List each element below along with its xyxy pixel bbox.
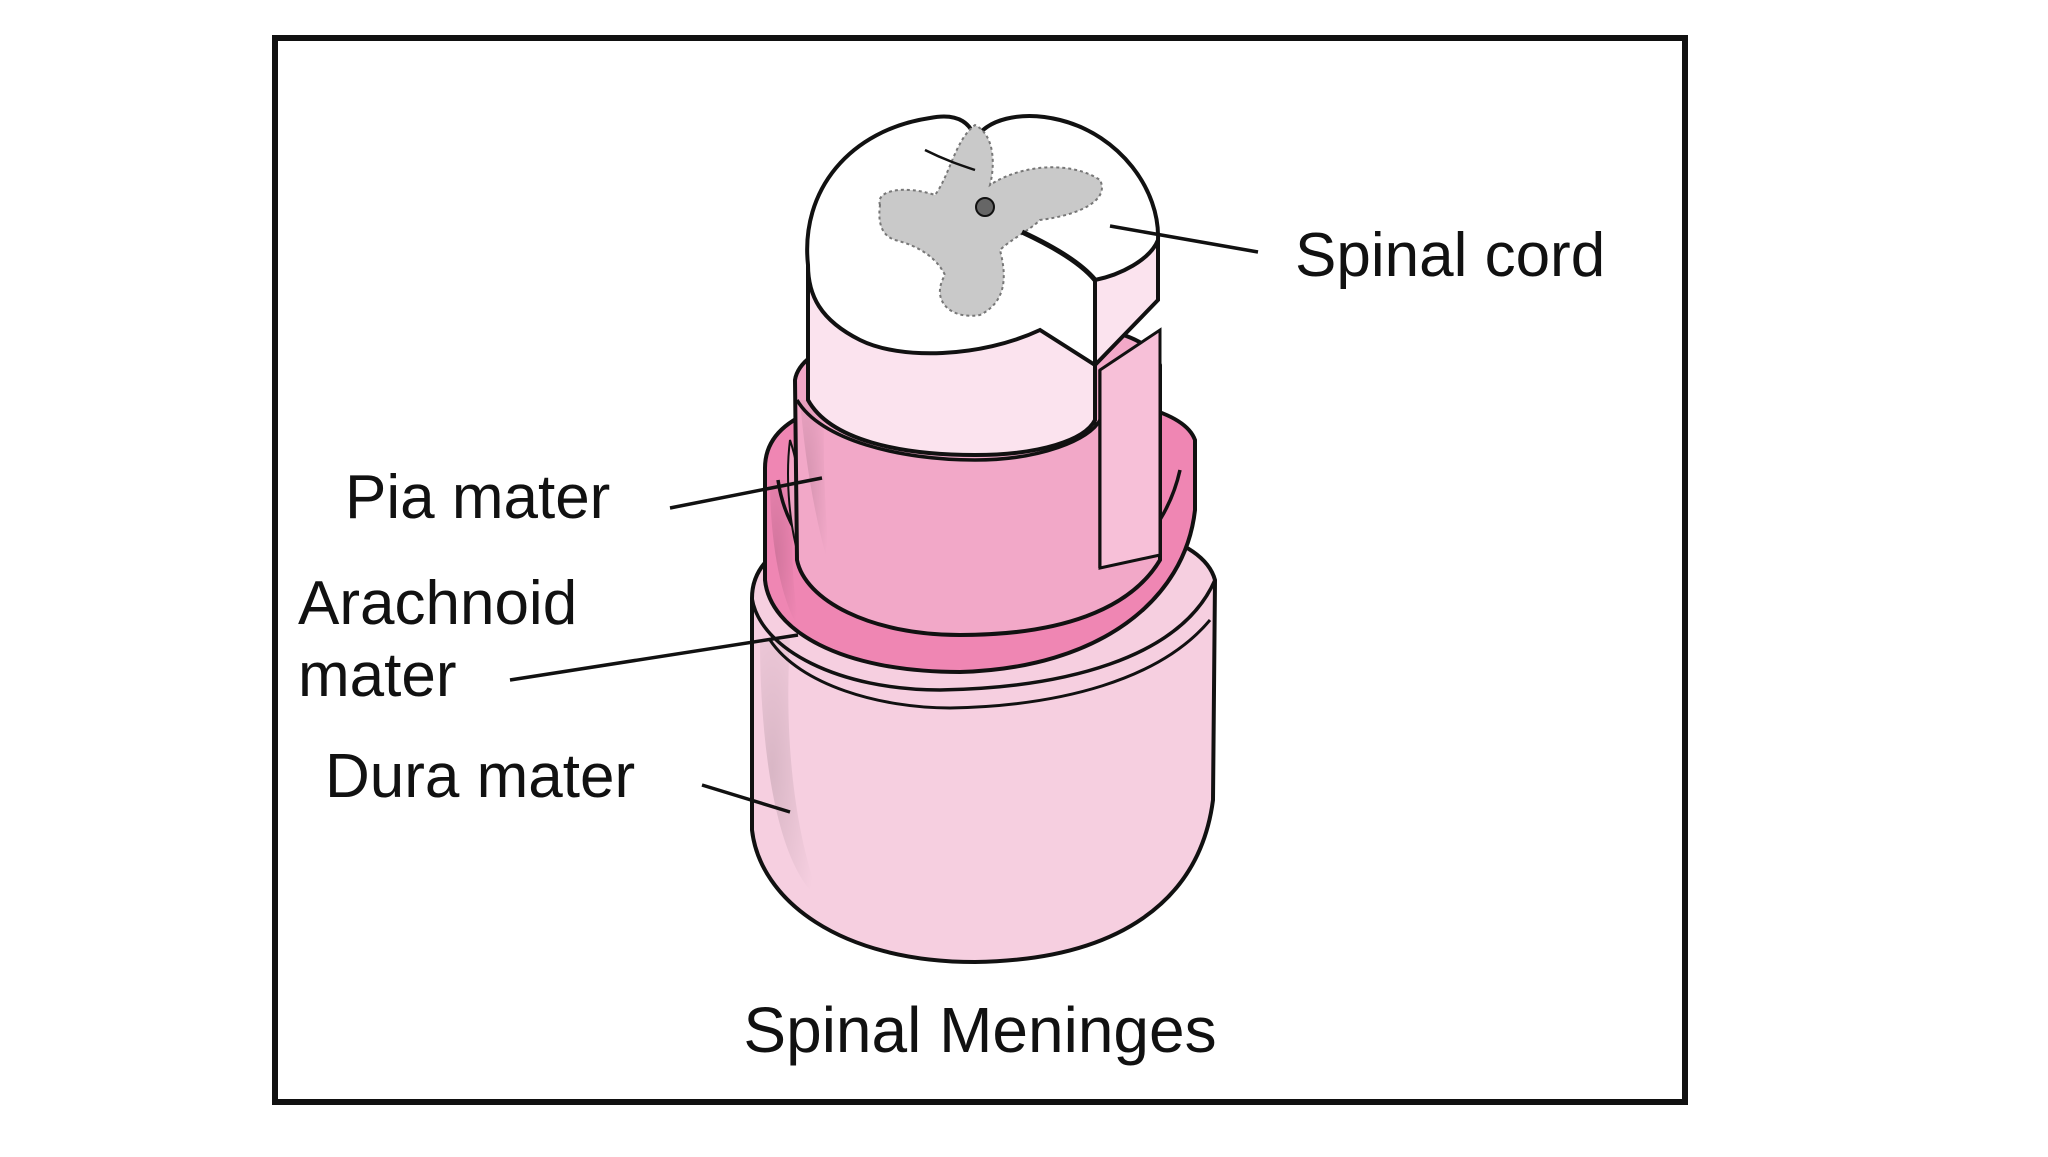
label-pia-mater: Pia mater bbox=[345, 463, 610, 532]
median-fissure bbox=[1020, 229, 1097, 282]
dura-rim-inner bbox=[768, 619, 1212, 710]
central-canal bbox=[975, 197, 995, 217]
pia-shade bbox=[800, 400, 830, 570]
pia-mater-leader bbox=[669, 476, 823, 510]
pia-cut-face bbox=[1098, 327, 1162, 570]
spinal-cord-leader bbox=[1109, 224, 1259, 254]
label-arachnoid-line2: mater bbox=[298, 641, 456, 710]
dura-mater-leader bbox=[701, 783, 791, 814]
label-arachnoid-line1: Arachnoid bbox=[298, 569, 577, 638]
pia-top-rim bbox=[795, 399, 1102, 462]
spinal-cord bbox=[805, 114, 1161, 458]
figure-frame bbox=[272, 35, 1688, 1105]
grey-matter bbox=[878, 123, 1103, 317]
figure-title: Spinal Meninges bbox=[743, 994, 1216, 1066]
label-dura-mater: Dura mater bbox=[325, 742, 635, 811]
arachnoid-shade bbox=[770, 480, 800, 630]
arachnoid-mater-leader bbox=[509, 633, 799, 682]
dura-shade bbox=[760, 640, 820, 900]
dura-rim bbox=[750, 579, 1217, 692]
label-spinal-cord: Spinal cord bbox=[1295, 221, 1605, 290]
dorsal-sulcus bbox=[924, 148, 976, 172]
